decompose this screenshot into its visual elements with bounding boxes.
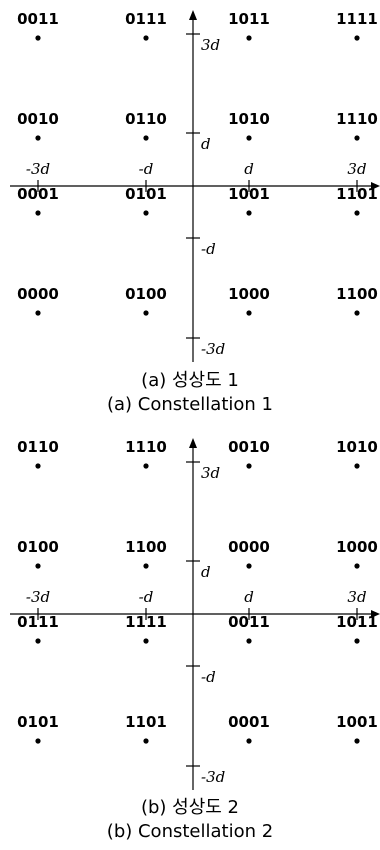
- constellation-point: [35, 135, 41, 141]
- x-tick-label: 3d: [347, 160, 366, 178]
- y-axis-arrow: [189, 438, 197, 448]
- point-bit-label: 1110: [125, 438, 167, 456]
- constellation-point: [35, 310, 41, 316]
- caption-english-2: (b) Constellation 2: [106, 821, 274, 842]
- point-bit-label: 0011: [17, 10, 59, 28]
- point-bit-label: 0111: [125, 10, 167, 28]
- x-tick-label: -3d: [26, 160, 50, 178]
- constellation-point: [35, 638, 41, 644]
- x-tick-label: d: [244, 160, 254, 178]
- constellation-point: [354, 563, 360, 569]
- point-bit-label: 0101: [125, 185, 167, 203]
- constellation-point: [246, 210, 252, 216]
- constellation-point: [246, 563, 252, 569]
- x-axis-arrow: [371, 182, 380, 190]
- x-tick-label: -d: [139, 160, 154, 178]
- constellation-point: [246, 638, 252, 644]
- point-bit-label: 0000: [228, 538, 270, 556]
- constellation-point: [354, 638, 360, 644]
- point-bit-label: 0010: [228, 438, 270, 456]
- constellation-point: [143, 310, 149, 316]
- y-tick-label: -3d: [201, 768, 225, 786]
- constellation-point: [35, 738, 41, 744]
- point-bit-label: 1110: [336, 110, 378, 128]
- constellation-point: [354, 35, 360, 41]
- constellation-point: [35, 463, 41, 469]
- point-bit-label: 0001: [228, 713, 270, 731]
- x-tick-label: -3d: [26, 588, 50, 606]
- constellation-point: [35, 210, 41, 216]
- constellation-point: [246, 35, 252, 41]
- point-bit-label: 0010: [17, 110, 59, 128]
- constellation-point: [354, 310, 360, 316]
- x-tick-label: 3d: [347, 588, 366, 606]
- point-bit-label: 0111: [17, 613, 59, 631]
- point-bit-label: 1001: [336, 713, 378, 731]
- constellation-point: [354, 738, 360, 744]
- point-bit-label: 0001: [17, 185, 59, 203]
- caption-korean-2: (b) 성상도 2: [140, 797, 240, 818]
- point-bit-label: 0100: [17, 538, 59, 556]
- point-bit-label: 0000: [17, 285, 59, 303]
- constellation-diagram-1: -3d -d d 3d 3d d -d -3d 0011 0111 1011 1111 0010 0110…: [0, 0, 380, 370]
- point-bit-label: 1010: [336, 438, 378, 456]
- constellation-point: [143, 135, 149, 141]
- y-tick-label: d: [201, 563, 211, 581]
- constellation-point: [143, 563, 149, 569]
- y-tick-label: 3d: [201, 464, 220, 482]
- point-bit-label: 1011: [336, 613, 378, 631]
- point-bit-label: 1010: [228, 110, 270, 128]
- constellation-diagram-2: -3d -d d 3d 3d d -d -3d 0110 1110 0010 1010 0100 1100…: [0, 428, 380, 798]
- point-bit-label: 0011: [228, 613, 270, 631]
- constellation-point: [354, 463, 360, 469]
- constellation-point: [246, 135, 252, 141]
- constellation-point: [354, 210, 360, 216]
- point-bit-label: 0100: [125, 285, 167, 303]
- point-bit-label: 1101: [336, 185, 378, 203]
- x-tick-label: -d: [139, 588, 154, 606]
- point-bit-label: 0101: [17, 713, 59, 731]
- constellation-point: [246, 463, 252, 469]
- constellation-point: [35, 35, 41, 41]
- constellation-point: [354, 135, 360, 141]
- y-tick-label: -3d: [201, 340, 225, 358]
- constellation-plot-1: -3d -d d 3d 3d d -d -3d 0011 0111 1011 1111 0010 0110…: [10, 10, 380, 362]
- point-bit-label: 1111: [336, 10, 378, 28]
- constellation-point: [143, 638, 149, 644]
- y-tick-label: -d: [201, 668, 216, 686]
- constellation-plot-2: -3d -d d 3d 3d d -d -3d 0110 1110 0010 1010 0100 1100…: [10, 438, 380, 790]
- constellation-point: [35, 563, 41, 569]
- point-bit-label: 1100: [336, 285, 378, 303]
- point-bit-label: 1000: [228, 285, 270, 303]
- x-tick-label: d: [244, 588, 254, 606]
- point-bit-label: 1111: [125, 613, 167, 631]
- y-tick-label: 3d: [201, 36, 220, 54]
- point-bit-label: 1011: [228, 10, 270, 28]
- point-bit-label: 1100: [125, 538, 167, 556]
- constellation-point: [143, 463, 149, 469]
- point-bit-label: 1101: [125, 713, 167, 731]
- caption-korean-1: (a) 성상도 1: [141, 370, 239, 391]
- constellation-point: [143, 35, 149, 41]
- point-bit-label: 1001: [228, 185, 270, 203]
- y-axis-arrow: [189, 10, 197, 20]
- constellation-point: [246, 738, 252, 744]
- caption-english-1: (a) Constellation 1: [107, 394, 273, 415]
- y-tick-label: -d: [201, 240, 216, 258]
- point-bit-label: 1000: [336, 538, 378, 556]
- x-axis-arrow: [371, 610, 380, 618]
- point-bit-label: 0110: [125, 110, 167, 128]
- constellation-point: [143, 738, 149, 744]
- y-tick-label: d: [201, 135, 211, 153]
- point-bit-label: 0110: [17, 438, 59, 456]
- constellation-point: [246, 310, 252, 316]
- constellation-point: [143, 210, 149, 216]
